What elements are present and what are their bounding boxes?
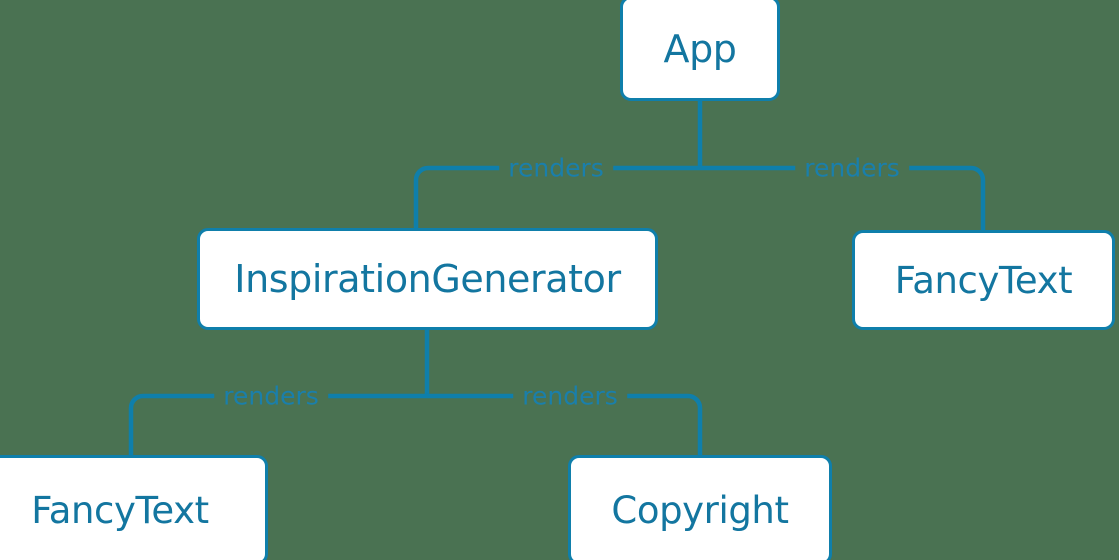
node-inspiration-generator[interactable]: InspirationGenerator xyxy=(197,228,658,330)
node-fancy-text-right[interactable]: FancyText xyxy=(852,230,1115,330)
node-fancy-text-bottom[interactable]: FancyText xyxy=(0,455,268,560)
edge-label-app-to-inspiration-generator: renders xyxy=(499,155,613,181)
edge-inspiration-generator-to-fancy-text xyxy=(128,393,144,455)
edge-inspiration-generator-to-copyright xyxy=(687,393,703,455)
node-copyright-label: Copyright xyxy=(611,488,789,532)
node-app-label: App xyxy=(663,26,737,71)
edge-label-app-to-fancy-text-right: renders xyxy=(795,155,909,181)
node-fancy-text-right-label: FancyText xyxy=(894,258,1073,302)
node-copyright[interactable]: Copyright xyxy=(568,455,832,560)
edge-label-inspiration-generator-to-fancy-text: renders xyxy=(214,383,328,409)
edge-app-to-fancy-text-right xyxy=(970,165,986,230)
node-inspiration-generator-label: InspirationGenerator xyxy=(234,257,621,301)
node-app[interactable]: App xyxy=(620,0,780,101)
node-fancy-text-bottom-label: FancyText xyxy=(31,488,209,532)
edge-app-to-inspiration-generator xyxy=(413,165,429,228)
edge-label-inspiration-generator-to-copyright: renders xyxy=(513,383,627,409)
